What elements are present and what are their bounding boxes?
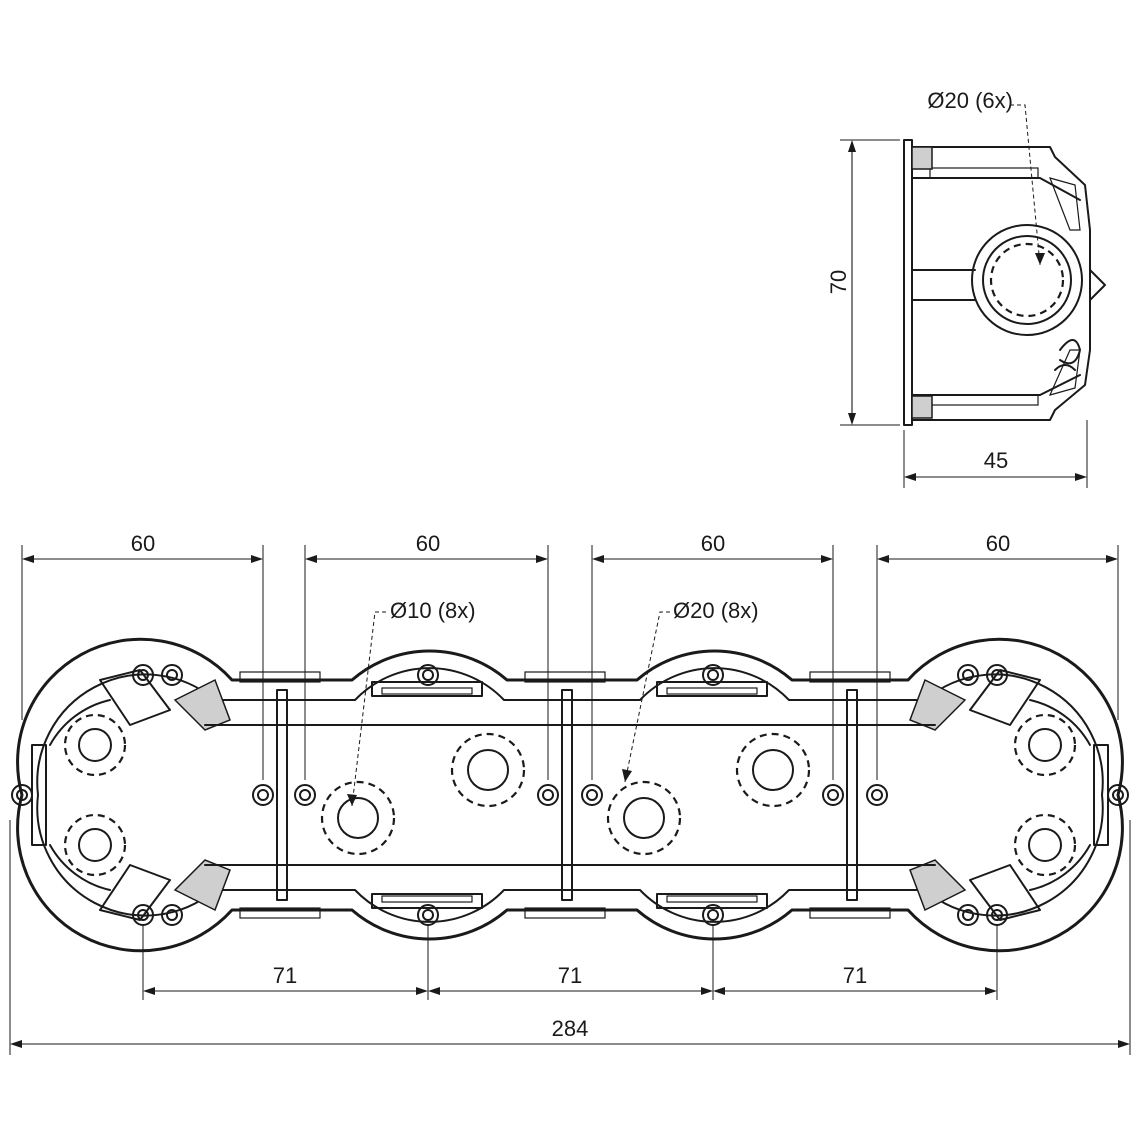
pitch-label-2: 60 — [416, 531, 440, 556]
spacing-label-2: 71 — [558, 963, 582, 988]
front-inner-rim — [36, 667, 1104, 923]
pitch-dimensions: 60 60 60 60 — [21, 531, 1119, 780]
clip-tabs — [239, 671, 891, 919]
divider-walls — [276, 689, 858, 901]
front-body-outline — [16, 637, 1124, 953]
side-hole-label: Ø20 (6x) — [927, 88, 1013, 113]
spacing-label-1: 71 — [273, 963, 297, 988]
large-hole-label: Ø20 (8x) — [673, 598, 759, 623]
knockouts — [63, 713, 1077, 877]
side-depth-label: 45 — [984, 448, 1008, 473]
side-view: Ø20 (6x) 70 45 — [826, 88, 1106, 488]
small-hole-leader — [351, 611, 386, 807]
side-flange — [903, 139, 913, 426]
pitch-label-4: 60 — [986, 531, 1010, 556]
pitch-label-3: 60 — [701, 531, 725, 556]
pitch-label-1: 60 — [131, 531, 155, 556]
overall-dimension: 284 — [9, 820, 1131, 1055]
small-hole-label: Ø10 (8x) — [390, 598, 476, 623]
side-body — [911, 146, 1091, 421]
large-hole-leader — [624, 611, 670, 783]
spacing-dimensions: 71 71 71 — [142, 925, 998, 1000]
side-height-label: 70 — [826, 270, 851, 294]
spacing-label-3: 71 — [843, 963, 867, 988]
side-hole-leader — [1010, 104, 1041, 266]
side-knockout — [971, 224, 1083, 336]
overall-label: 284 — [552, 1016, 589, 1041]
front-view: 60 60 60 60 — [9, 531, 1131, 1055]
